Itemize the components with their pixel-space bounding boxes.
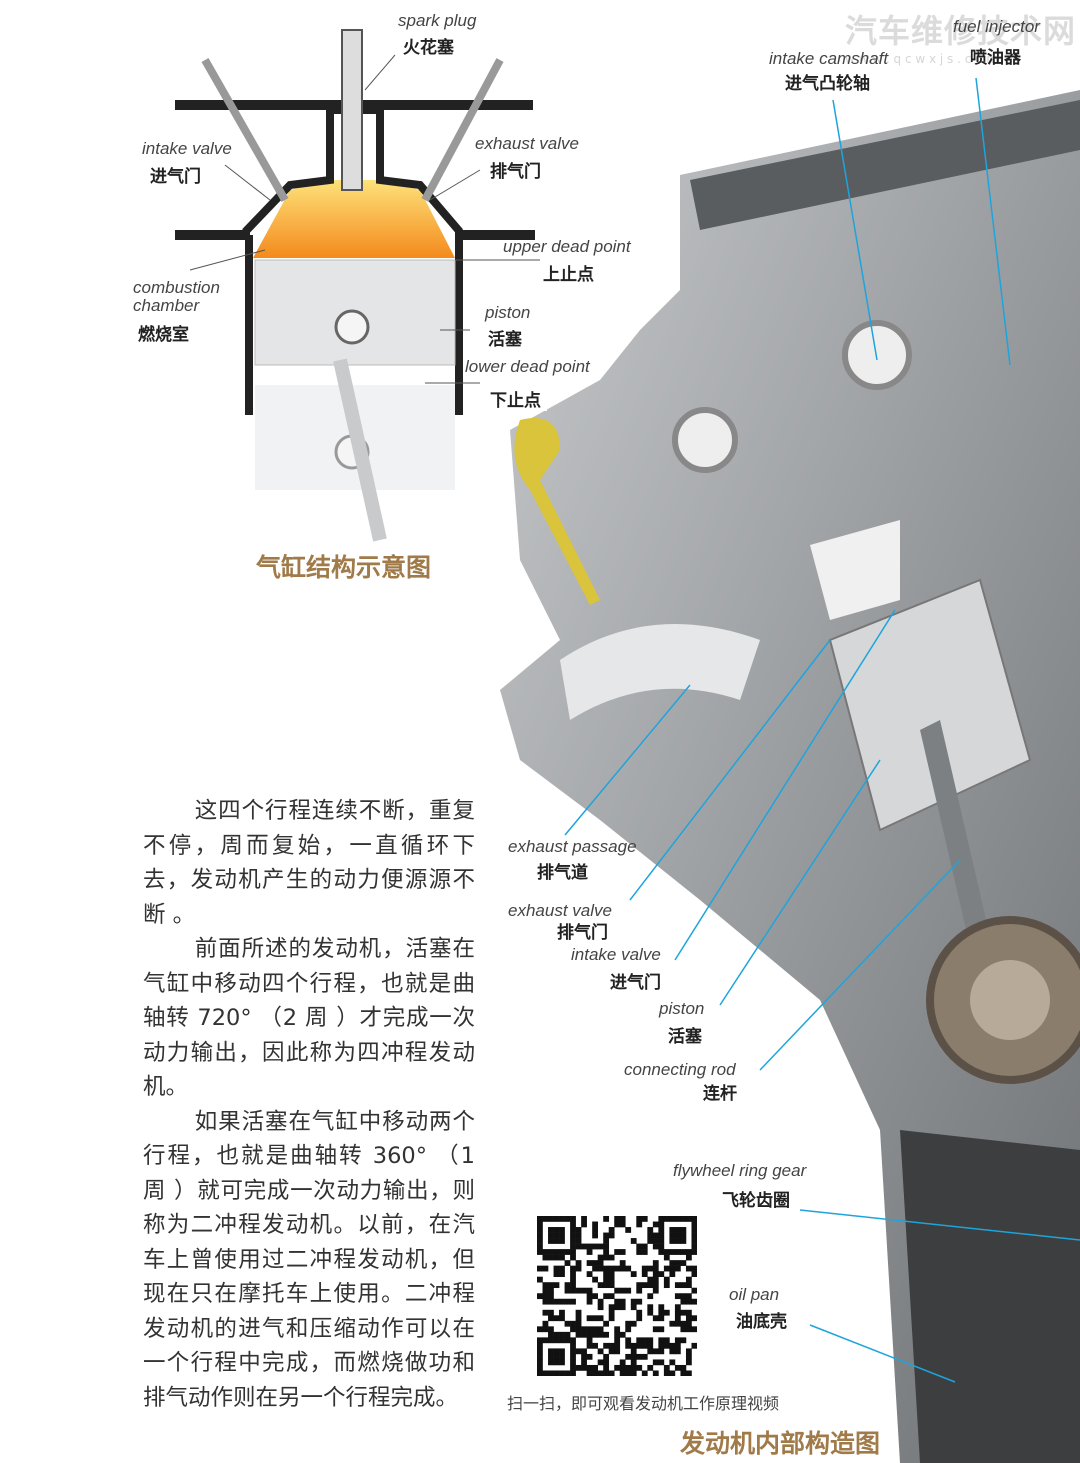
label-intake-camshaft-en: intake camshaft (769, 49, 889, 68)
label-flywheel-zh: 飞轮齿圈 (722, 1191, 790, 1211)
label-lower-dead-point-zh: 下止点 (490, 386, 547, 411)
cylinder-diagram-title: 气缸结构示意图 (256, 553, 432, 582)
label-upper-dead-point-zh: 上止点 (543, 265, 594, 285)
label-fuel-injector-en: fuel injector (953, 17, 1040, 36)
engine-diagram-title: 发动机内部构造图 (680, 1429, 881, 1458)
label-fuel-injector-zh: 喷油器 (970, 48, 1021, 68)
label-exhaust-passage-zh: 排气道 (537, 863, 588, 883)
watermark-brand: 汽车维修技术网 (845, 12, 1077, 50)
watermark-url: w w w . q c w x j s . c o m (845, 52, 999, 66)
label-intake-valve2-en: intake valve (571, 945, 661, 964)
label-connecting-rod-zh: 连杆 (703, 1084, 737, 1104)
qr-caption: 扫一扫，即可观看发动机工作原理视频 (507, 1394, 780, 1413)
label-piston2-en: piston (659, 999, 705, 1018)
cylinder-diagram (175, 29, 540, 542)
label-exhaust-valve-en: exhaust valve (475, 134, 579, 153)
label-exhaust-valve-zh: 排气门 (490, 162, 541, 182)
body-text: 这四个行程连续不断，重复不停，周而复始，一直循环下去，发动机产生的动力便源源不断… (143, 794, 475, 1415)
label-intake-valve-en: intake valve (142, 139, 232, 158)
label-connecting-rod-en: connecting rod (624, 1060, 736, 1079)
label-intake-valve-zh: 进气门 (150, 167, 201, 187)
label-combustion-en1: combustion (133, 278, 220, 297)
label-exhaust-valve2-en: exhaust valve (508, 901, 612, 920)
label-flywheel-en: flywheel ring gear (673, 1161, 807, 1180)
label-intake-camshaft-zh: 进气凸轮轴 (785, 74, 870, 94)
paragraph: 如果活塞在气缸中移动两个行程，也就是曲轴转 360° （1 周 ）就可完成一次动… (143, 1108, 475, 1411)
label-oil-pan-zh: 油底壳 (736, 1312, 787, 1332)
label-combustion-zh: 燃烧室 (138, 325, 189, 345)
qr-code[interactable] (537, 1216, 697, 1376)
label-intake-valve2-zh: 进气门 (610, 973, 661, 993)
paragraph: 这四个行程连续不断，重复不停，周而复始，一直循环下去，发动机产生的动力便源源不断… (143, 798, 475, 928)
watermark: 汽车维修技术网 w w w . q c w x j s . c o m (845, 6, 1076, 66)
label-spark-plug-zh: 火花塞 (403, 38, 454, 58)
label-piston-zh: 活塞 (488, 330, 522, 350)
label-exhaust-valve2-zh: 排气门 (557, 923, 608, 943)
label-spark-plug-en: spark plug (398, 11, 477, 30)
label-exhaust-passage-en: exhaust passage (508, 837, 637, 856)
label-lower-dead-point-en: lower dead point (465, 357, 590, 376)
paragraph: 前面所述的发动机，活塞在气缸中移动四个行程，也就是曲轴转 720° （2 周 ）… (143, 936, 475, 1100)
label-piston2-zh: 活塞 (668, 1027, 702, 1047)
label-upper-dead-point-en: upper dead point (503, 237, 631, 256)
label-oil-pan-en: oil pan (729, 1285, 780, 1304)
label-piston-en: piston (485, 303, 531, 322)
label-combustion-en2: chamber (133, 296, 200, 315)
